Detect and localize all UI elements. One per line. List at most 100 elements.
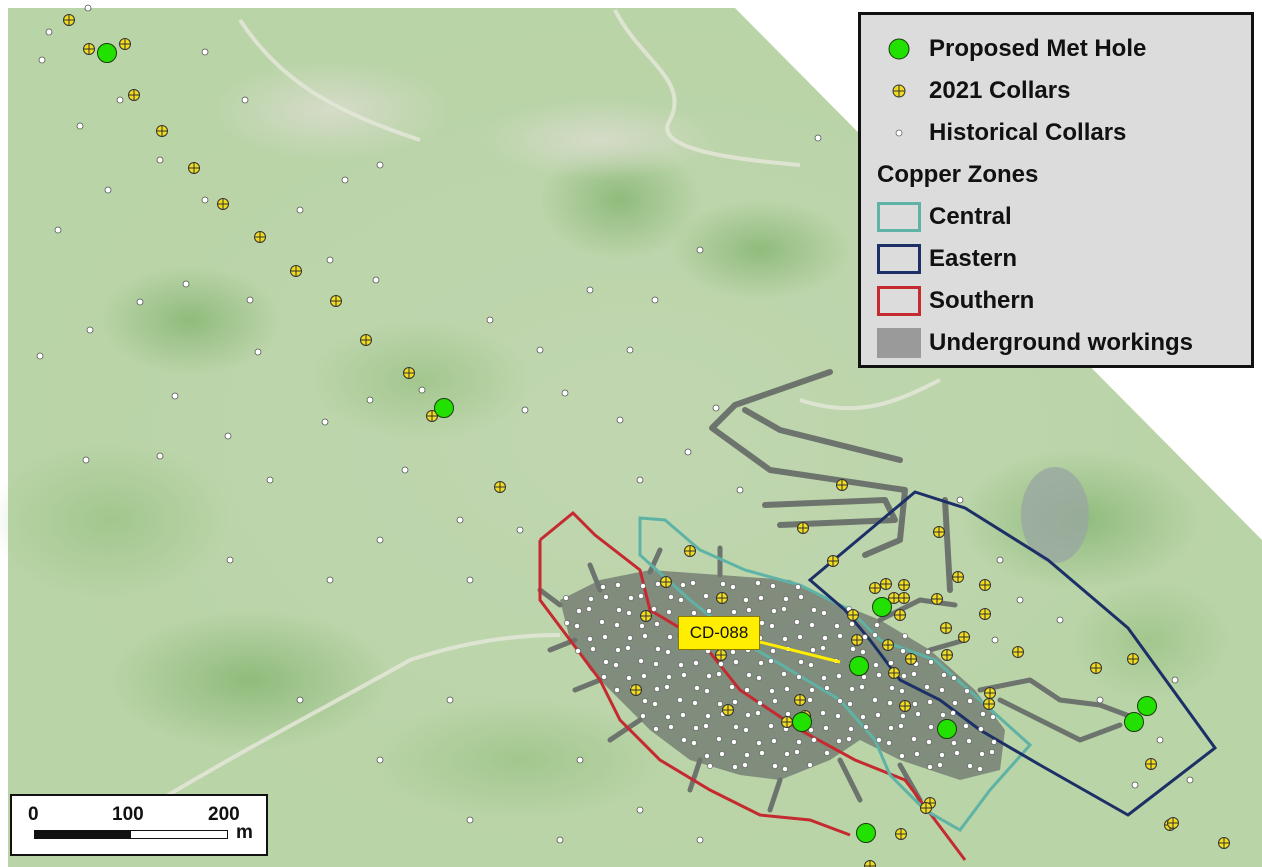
- historical-collar: [603, 659, 609, 665]
- historical-collar: [835, 713, 841, 719]
- historical-collar: [939, 752, 945, 758]
- historical-collar: [772, 763, 778, 769]
- historical-collar: [849, 686, 855, 692]
- collar-2021: [640, 610, 652, 622]
- collar-2021: [952, 571, 964, 583]
- historical-collar: [666, 609, 672, 615]
- southern-zone-swatch-icon: [877, 286, 921, 316]
- collar-2021: [290, 265, 302, 277]
- collar-2021: [933, 526, 945, 538]
- collar-2021: [984, 687, 996, 699]
- historical-collar: [849, 621, 855, 627]
- historical-collar: [784, 751, 790, 757]
- historical-collar: [771, 608, 777, 614]
- historical-collar: [977, 766, 983, 772]
- historical-collar: [769, 688, 775, 694]
- historical-collar: [811, 737, 817, 743]
- historical-collar: [757, 700, 763, 706]
- historical-collar: [640, 713, 646, 719]
- historical-collar: [872, 697, 878, 703]
- legend-label: Southern: [929, 287, 1035, 314]
- historical-collar: [902, 633, 908, 639]
- historical-collar: [872, 632, 878, 638]
- historical-collar: [681, 737, 687, 743]
- historical-collar: [746, 672, 752, 678]
- historical-collar: [653, 726, 659, 732]
- scale-unit: m: [236, 822, 253, 843]
- hole-callout-label: CD-088: [678, 616, 760, 650]
- historical-collar: [744, 687, 750, 693]
- historical-collar: [807, 697, 813, 703]
- collar-2021: [781, 716, 793, 728]
- historical-collar: [626, 675, 632, 681]
- historical-collar: [693, 660, 699, 666]
- historical-collar: [626, 610, 632, 616]
- historical-collar: [732, 764, 738, 770]
- historical-collars: [36, 4, 1194, 844]
- collar-2021: [869, 582, 881, 594]
- collar-2021: [898, 579, 910, 591]
- historical-collar: [966, 738, 972, 744]
- historical-collar: [808, 662, 814, 668]
- historical-collar: [731, 609, 737, 615]
- historical-collar: [678, 597, 684, 603]
- callout-leader: [759, 640, 841, 664]
- historical-collar: [796, 739, 802, 745]
- scale-tick-200: 200: [208, 804, 240, 825]
- historical-collar: [836, 673, 842, 679]
- historical-collar: [758, 660, 764, 666]
- scale-tick-100: 100: [112, 804, 144, 825]
- collar-2021: [847, 609, 859, 621]
- historical-collar: [743, 597, 749, 603]
- collar-2021: [494, 481, 506, 493]
- historical-collar: [795, 584, 801, 590]
- historical-collar: [746, 607, 752, 613]
- collar-2021: [905, 653, 917, 665]
- historical-collar: [990, 714, 996, 720]
- historical-collar: [978, 726, 984, 732]
- historical-collar: [940, 712, 946, 718]
- historical-collar: [639, 623, 645, 629]
- historical-collar: [820, 645, 826, 651]
- historical-collar: [744, 752, 750, 758]
- historical-collar: [967, 698, 973, 704]
- historical-collar: [928, 659, 934, 665]
- historical-collar: [781, 671, 787, 677]
- historical-collar: [797, 634, 803, 640]
- historical-collar: [964, 688, 970, 694]
- historical-collar: [820, 710, 826, 716]
- collar-2021: [899, 700, 911, 712]
- collar-2021: [979, 608, 991, 620]
- historical-collar: [950, 710, 956, 716]
- collar-2021: [940, 622, 952, 634]
- historical-collar: [783, 596, 789, 602]
- historical-collar: [873, 662, 879, 668]
- collar-2021: [1090, 662, 1102, 674]
- historical-collar: [588, 596, 594, 602]
- historical-collar: [655, 646, 661, 652]
- scale-segment-black: [34, 830, 130, 839]
- historical-collar: [655, 581, 661, 587]
- historical-collar: [862, 634, 868, 640]
- historical-collar: [759, 750, 765, 756]
- historical-collar: [706, 608, 712, 614]
- historical-collar: [692, 700, 698, 706]
- historical-collar: [963, 723, 969, 729]
- historical-collar: [771, 738, 777, 744]
- collar-2021: [895, 828, 907, 840]
- historical-collar: [693, 725, 699, 731]
- historical-collar: [615, 582, 621, 588]
- collar-2021: [931, 593, 943, 605]
- collar-2021: [1167, 817, 1179, 829]
- historical-collar: [939, 687, 945, 693]
- historical-collar: [912, 701, 918, 707]
- tracks: [158, 9, 941, 802]
- historical-collar: [824, 685, 830, 691]
- collar-2021: [128, 89, 140, 101]
- historical-collar: [720, 581, 726, 587]
- legend-label: Proposed Met Hole: [929, 35, 1147, 62]
- historical-collar: [860, 714, 866, 720]
- central-zone-swatch-icon: [877, 202, 921, 232]
